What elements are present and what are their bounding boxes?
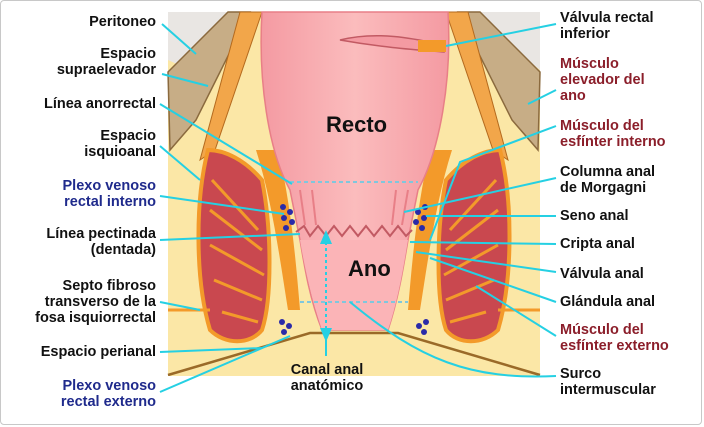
internal-venous-plexus-right [413, 204, 428, 231]
anus-label: Ano [348, 256, 391, 281]
label-valvula-anal: Válvula anal [560, 266, 644, 282]
external-sphincter-left-stripes [209, 178, 265, 324]
internal-venous-plexus-left [280, 204, 295, 231]
label-cripta-anal: Cripta anal [560, 236, 635, 252]
label-linea-anorrectal: Línea anorrectal [43, 96, 156, 112]
label-seno-anal: Seno anal [560, 208, 629, 224]
canal-arrow-up [320, 230, 332, 244]
levator-ani-right [456, 11, 541, 152]
levator-ani-left [167, 11, 252, 152]
perianal-skin [167, 331, 541, 377]
internal-sphincter-left [256, 150, 300, 310]
valve-band [418, 40, 446, 52]
label-linea-pectinada: Línea pectinada(dentada) [46, 226, 156, 258]
external-sphincter-right [436, 147, 512, 344]
label-espacio-perianal: Espacio perianal [40, 344, 156, 360]
canal-arrow-down [320, 328, 332, 342]
anal-columns [299, 189, 409, 226]
external-venous-plexus-left [279, 319, 292, 335]
pectinate-line-zigzag [295, 224, 413, 238]
leader-lines [159, 23, 557, 393]
rectum-label: Recto [326, 112, 388, 137]
label-glandula-anal: Glándula anal [560, 294, 656, 310]
skin-below [168, 376, 540, 384]
external-sphincter-left [196, 147, 272, 344]
label-peritoneo: Peritoneo [89, 14, 156, 30]
internal-sphincter-right [408, 150, 452, 310]
pelvic-cavity [168, 12, 540, 70]
external-venous-plexus-right [416, 319, 429, 335]
